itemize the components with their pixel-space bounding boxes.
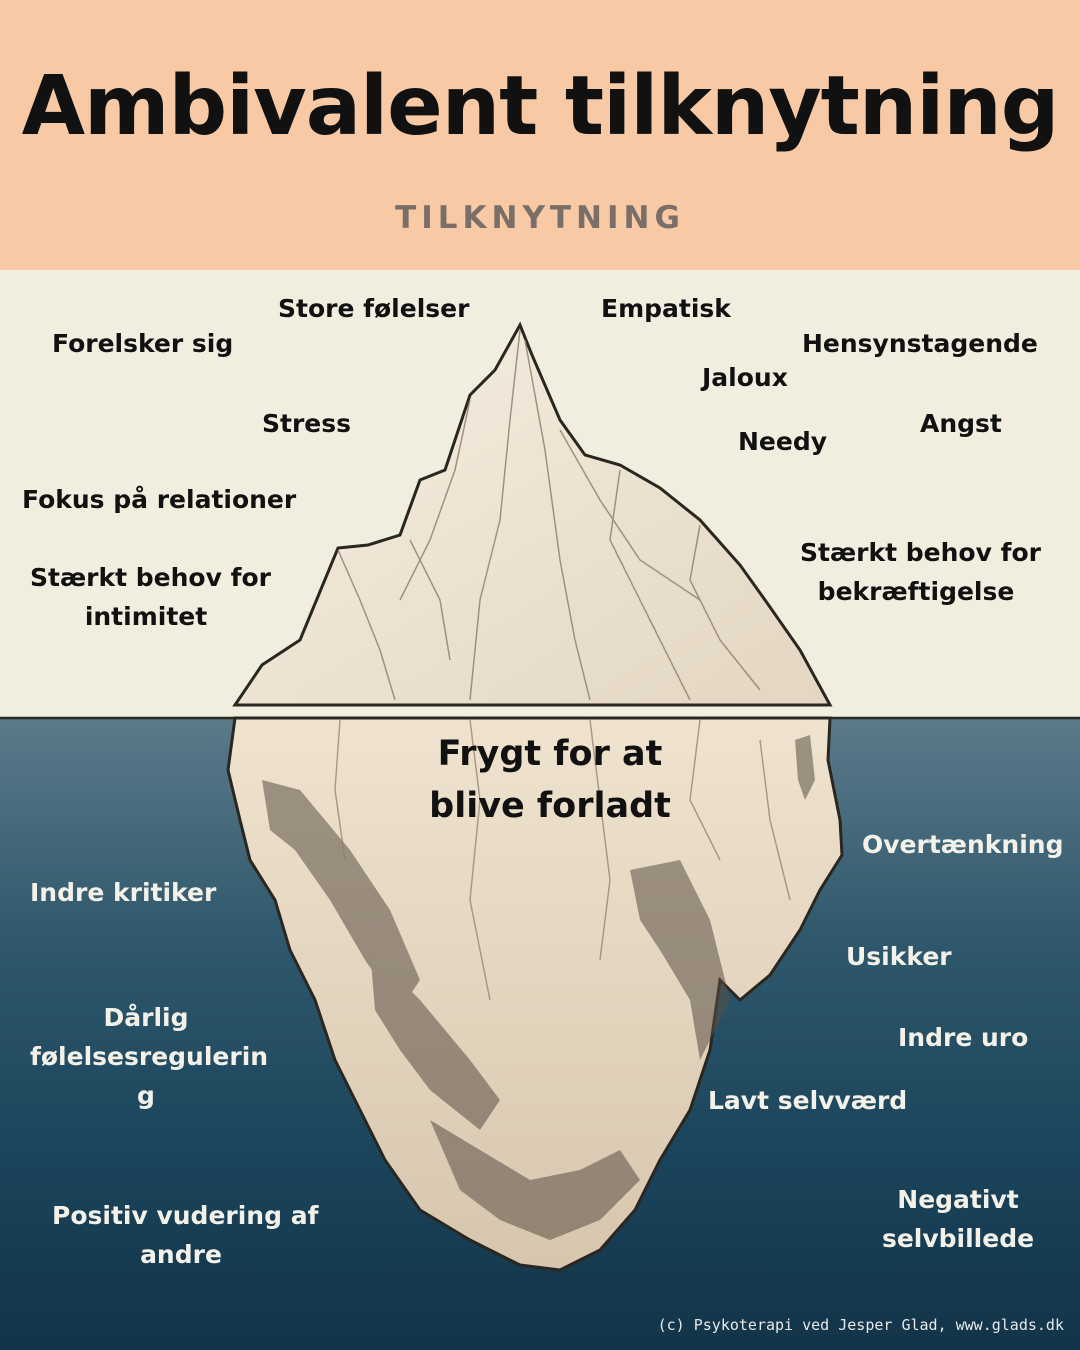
label-darlig-folelsesregulering: Dårlig følelsesregulerin g bbox=[30, 998, 269, 1115]
label-lavt-selvvaerd: Lavt selvværd bbox=[708, 1086, 908, 1115]
label-overtaenkning: Overtænkning bbox=[862, 830, 1064, 859]
label-usikker: Usikker bbox=[846, 942, 952, 971]
label-darlig-line3: g bbox=[137, 1081, 155, 1110]
label-negativt-line1: Negativt bbox=[897, 1185, 1019, 1214]
label-positiv-vurdering: Positiv vudering af andre bbox=[52, 1196, 319, 1274]
core-fear-line1: Frygt for at bbox=[437, 734, 663, 774]
label-jaloux: Jaloux bbox=[702, 363, 788, 392]
label-positiv-line1: Positiv vudering af bbox=[52, 1201, 319, 1230]
core-fear-label: Frygt for at blive forladt bbox=[330, 728, 770, 832]
label-indre-kritiker: Indre kritiker bbox=[30, 878, 217, 907]
page-title: Ambivalent tilknytning bbox=[21, 59, 1060, 154]
label-needy: Needy bbox=[738, 427, 828, 456]
credit-footer: (c) Psykoterapi ved Jesper Glad, www.gla… bbox=[657, 1316, 1064, 1334]
label-behov-bekraeftigelse: Stærkt behov for bekræftigelse bbox=[800, 533, 1041, 611]
label-positiv-line2: andre bbox=[140, 1240, 222, 1269]
label-darlig-line1: Dårlig bbox=[103, 1003, 189, 1032]
label-stress: Stress bbox=[262, 409, 352, 438]
iceberg-top bbox=[232, 321, 833, 707]
label-fokus-pa-relationer: Fokus på relationer bbox=[22, 485, 297, 514]
label-negativt-line2: selvbillede bbox=[881, 1224, 1035, 1253]
label-negativt-selvbillede: Negativt selvbillede bbox=[858, 1180, 1058, 1258]
label-behov-intimitet: Stærkt behov for intimitet bbox=[30, 558, 271, 636]
iceberg-bottom bbox=[226, 716, 844, 1272]
label-angst: Angst bbox=[920, 409, 1002, 438]
label-behov-bekraeftigelse-line1: Stærkt behov for bbox=[800, 538, 1041, 567]
label-darlig-line2: følelsesregulerin bbox=[30, 1042, 269, 1071]
page-subtitle: TILKNYTNING bbox=[395, 200, 685, 236]
core-fear-line2: blive forladt bbox=[429, 786, 671, 826]
label-behov-bekraeftigelse-line2: bekræftigelse bbox=[817, 577, 1015, 606]
label-behov-intimitet-line2: intimitet bbox=[84, 602, 208, 631]
label-store-folelser: Store følelser bbox=[278, 294, 470, 323]
header-band: Ambivalent tilknytning TILKNYTNING bbox=[0, 0, 1080, 270]
label-hensynstagende: Hensynstagende bbox=[802, 329, 1038, 358]
label-empatisk: Empatisk bbox=[601, 294, 731, 323]
label-forelsker-sig: Forelsker sig bbox=[52, 329, 234, 358]
label-indre-uro: Indre uro bbox=[898, 1023, 1029, 1052]
label-behov-intimitet-line1: Stærkt behov for bbox=[30, 563, 271, 592]
